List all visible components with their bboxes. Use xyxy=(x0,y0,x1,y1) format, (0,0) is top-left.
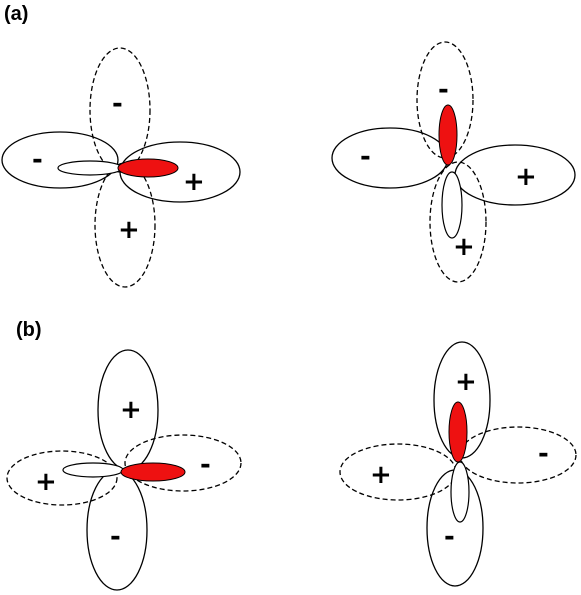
solid-lobe-left xyxy=(1,131,119,189)
dashed-lobe-right xyxy=(124,434,242,492)
sign-right: - xyxy=(200,450,211,480)
red-lobe xyxy=(438,104,458,166)
dashed-lobe-right xyxy=(459,426,577,484)
panel-b-label: (b) xyxy=(16,319,42,341)
sign-left: + xyxy=(35,467,57,497)
sign-right: + xyxy=(515,162,537,192)
solid-lobe-right xyxy=(119,141,241,203)
dashed-lobe-left xyxy=(6,450,118,506)
panel-a-diagram-right: - - + + xyxy=(331,41,576,283)
sign-bottom: - xyxy=(110,522,121,552)
sign-left: - xyxy=(360,142,371,172)
sign-right: + xyxy=(183,167,205,197)
sign-top: + xyxy=(455,367,477,397)
sign-left: - xyxy=(32,145,43,175)
sign-left: + xyxy=(370,460,392,490)
dashed-lobe-top xyxy=(416,41,474,159)
red-lobe xyxy=(120,462,186,482)
dashed-lobe-left xyxy=(339,443,457,501)
panel-b-diagram-left: + + - - xyxy=(6,349,242,591)
panel-a-diagram-left: - - + + xyxy=(1,47,241,288)
sign-bottom: + xyxy=(118,215,140,245)
dashed-lobe-bottom xyxy=(94,162,156,288)
sign-top: - xyxy=(112,89,123,119)
panel-a-label: (a) xyxy=(4,3,28,25)
white-small-lobe xyxy=(441,171,463,239)
sign-top: + xyxy=(120,395,142,425)
white-small-lobe xyxy=(450,461,470,523)
panel-b-diagram-right: + + - - xyxy=(339,341,577,587)
sign-right: - xyxy=(538,439,549,469)
red-lobe xyxy=(448,401,468,463)
sign-bottom: - xyxy=(444,522,455,552)
sign-top: - xyxy=(438,75,449,105)
sign-bottom: + xyxy=(453,232,475,262)
solid-lobe-left xyxy=(331,127,449,189)
dashed-lobe-bottom xyxy=(429,161,487,283)
red-lobe xyxy=(117,158,179,178)
white-small-lobe xyxy=(62,462,124,478)
white-small-lobe xyxy=(57,160,123,176)
